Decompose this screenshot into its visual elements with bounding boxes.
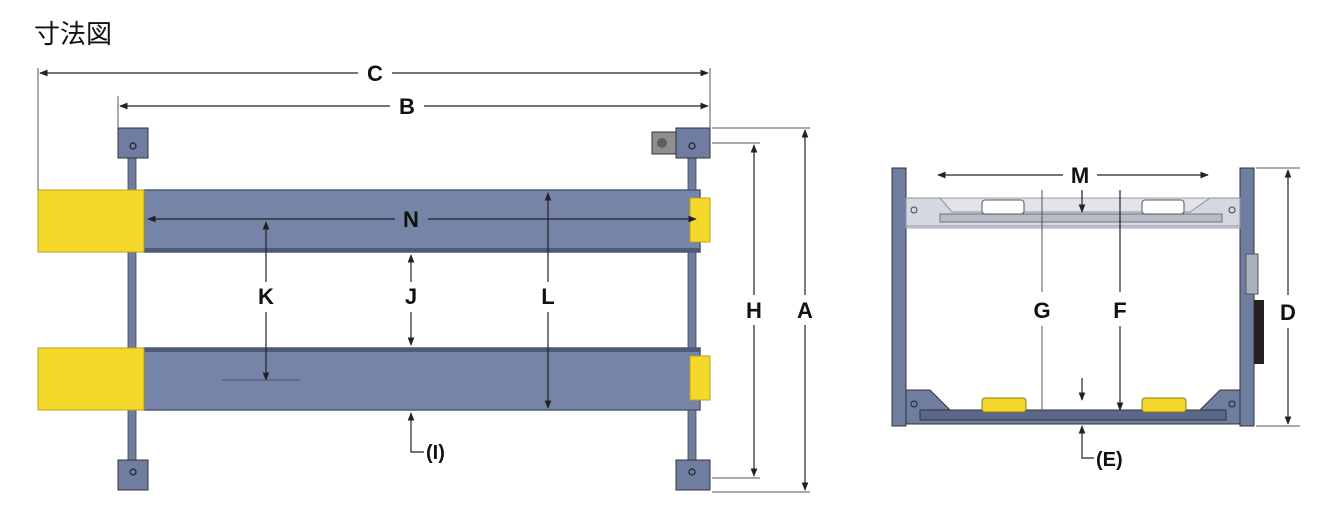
label-g: G: [1033, 298, 1050, 323]
page-title: 寸法図: [34, 20, 113, 50]
ramp-lower: [37, 347, 145, 411]
bottom-base: [905, 389, 1241, 425]
wheel-stop-upper: [689, 197, 711, 243]
label-d: D: [1280, 300, 1296, 325]
dimension-k: K: [222, 221, 300, 381]
dimension-h: H: [712, 142, 762, 479]
label-e: (E): [1096, 449, 1123, 471]
label-b: B: [399, 94, 415, 119]
front-ramp-right: [1141, 397, 1187, 413]
dimension-m: M: [937, 163, 1209, 188]
dimension-i: (I): [407, 412, 445, 464]
dimension-d: D: [1256, 167, 1300, 427]
front-left-post: [891, 167, 907, 427]
label-l: L: [541, 284, 554, 309]
dimension-a: A: [712, 127, 813, 493]
dimension-e: (E): [1078, 425, 1123, 471]
post-top-left: [117, 127, 149, 159]
post-bottom-right: [675, 459, 711, 491]
label-f: F: [1113, 298, 1126, 323]
label-m: M: [1071, 163, 1089, 188]
dimension-c: C: [37, 61, 711, 190]
dimension-n: N: [147, 207, 697, 232]
front-view: M G F (E) D: [891, 163, 1300, 471]
ramp-upper: [37, 189, 145, 253]
dimension-f: F: [1078, 190, 1127, 411]
label-k: K: [258, 284, 274, 309]
label-j: J: [405, 284, 417, 309]
post-top-right: [651, 127, 711, 159]
label-i: (I): [426, 442, 445, 464]
front-right-post: [1239, 167, 1255, 427]
runway-upper: [37, 189, 711, 253]
label-n: N: [403, 207, 419, 232]
post-bottom-left: [117, 459, 149, 491]
dimension-g: G: [1033, 190, 1051, 412]
label-c: C: [367, 61, 383, 86]
dimension-j: J: [405, 254, 417, 346]
wheel-stop-lower: [689, 355, 711, 401]
dimension-l: L: [541, 192, 555, 409]
top-crossbeam: [905, 197, 1241, 229]
label-a: A: [797, 298, 813, 323]
top-view: C B N K J L: [37, 61, 813, 493]
hydraulic-cylinder: [1254, 300, 1264, 364]
dimension-b: B: [117, 94, 709, 128]
front-ramp-left: [981, 397, 1027, 413]
runway-lower: [37, 347, 711, 411]
label-h: H: [746, 298, 762, 323]
